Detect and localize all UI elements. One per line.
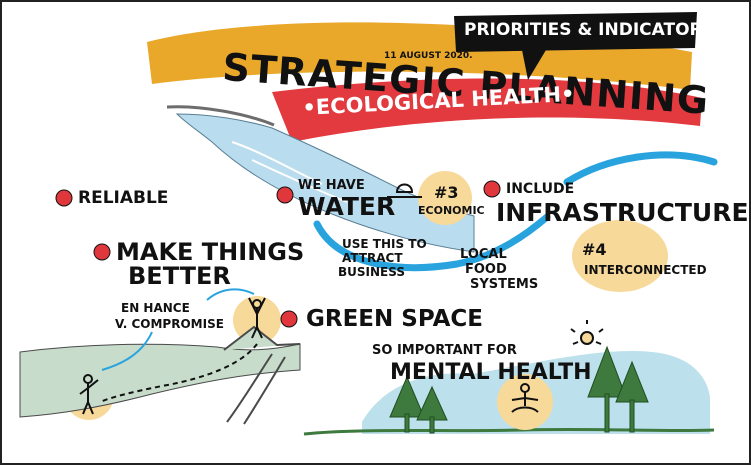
- note-systems: SYSTEMS: [470, 277, 539, 292]
- note-local: LOCAL: [460, 247, 507, 262]
- note-mental-health: MENTAL HEALTH: [390, 360, 592, 385]
- blue-arc: [313, 213, 551, 272]
- note-so-important: SO IMPORTANT FOR: [372, 343, 517, 358]
- hiker-icon: [248, 297, 266, 339]
- note-business: BUSINESS: [338, 265, 405, 279]
- note-reliable: RELIABLE: [78, 188, 169, 208]
- hills: [19, 343, 301, 418]
- note-num3: #3: [434, 183, 459, 202]
- mountain-icon: [223, 325, 301, 351]
- note-enhance: EN HANCE: [121, 301, 190, 315]
- note-attract: ATTRACT: [342, 251, 403, 265]
- note-use-this: USE THIS TO: [342, 237, 427, 251]
- pine-tree-icon: [389, 345, 649, 434]
- arrow-icon: [206, 288, 255, 301]
- traveler-icon: [79, 374, 99, 415]
- note-better: BETTER: [128, 262, 231, 290]
- trail: [99, 343, 258, 403]
- interconnected-highlight: [572, 220, 668, 292]
- meditating-person-icon: [511, 383, 539, 413]
- banner-date: 11 AUGUST 2020.: [384, 51, 473, 61]
- note-interconnected: INTERCONNECTED: [584, 263, 707, 277]
- note-green-space: GREEN SPACE: [306, 306, 483, 332]
- note-infrastructure: INFRASTRUCTURE: [496, 198, 749, 227]
- river-bank: [166, 105, 275, 127]
- grass-line: [303, 427, 715, 436]
- note-we-have: WE HAVE: [298, 178, 365, 193]
- callout-box: [454, 12, 697, 80]
- winding-road: [226, 353, 286, 425]
- red-bullet-icon: [55, 180, 501, 328]
- river-ripple: [231, 141, 348, 203]
- note-water: WATER: [298, 192, 396, 221]
- note-food: FOOD: [465, 262, 507, 277]
- sun-icon: [570, 320, 604, 345]
- note-compromise: V. COMPROMISE: [115, 317, 224, 331]
- camper-icon: [387, 183, 422, 198]
- red-banner-ribbon: [272, 78, 702, 142]
- note-num4: #4: [582, 240, 607, 259]
- note-make-things: MAKE THINGS: [116, 238, 305, 266]
- blue-arc: [563, 151, 718, 186]
- note-include: INCLUDE: [506, 181, 575, 197]
- callout-text: PRIORITIES & INDICATORS: [464, 20, 715, 40]
- arrow-icon: [101, 331, 153, 371]
- economic-highlight: [418, 171, 472, 225]
- note-economic: ECONOMIC: [418, 204, 485, 217]
